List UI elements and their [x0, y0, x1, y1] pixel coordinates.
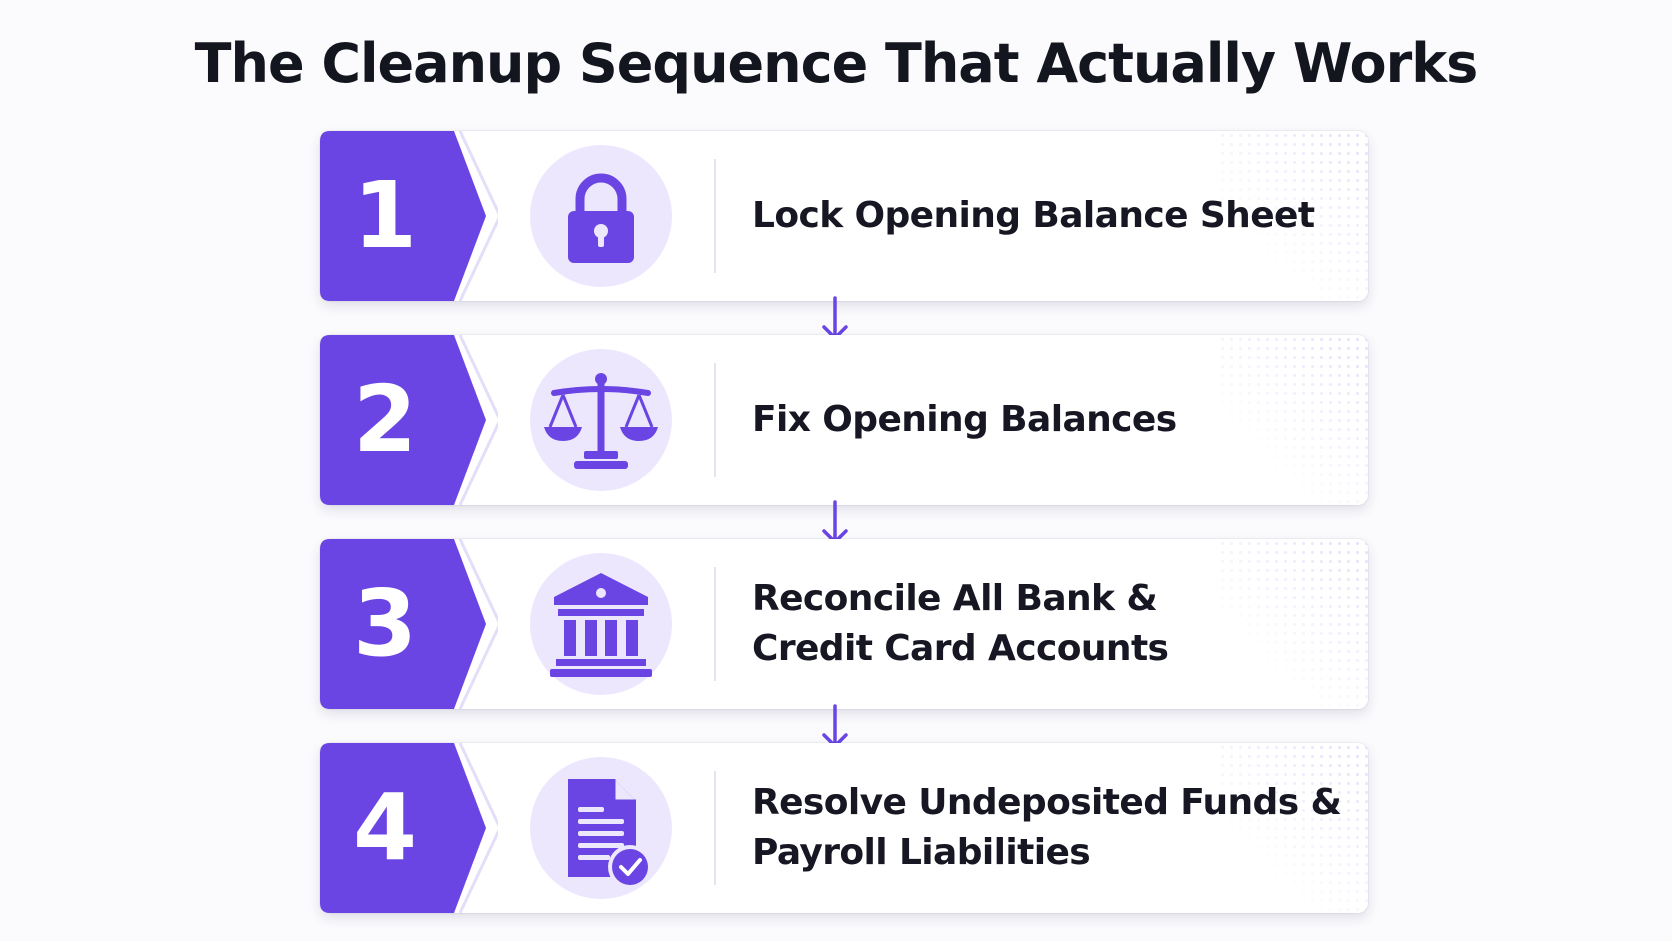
step-card-4: 4 Resolve Undeposited Funds & Payroll Li… — [320, 743, 1368, 913]
card-body — [320, 131, 1368, 301]
card-body — [320, 743, 1368, 913]
separator — [714, 567, 716, 681]
lock-icon — [530, 145, 672, 287]
step-label: Reconcile All Bank & Credit Card Account… — [752, 578, 1169, 669]
step-number: 1 — [352, 162, 417, 269]
card-body — [320, 335, 1368, 505]
dot-pattern-decoration — [1218, 743, 1368, 913]
step-label: Lock Opening Balance Sheet — [752, 195, 1315, 236]
separator — [714, 159, 716, 273]
page-title: The Cleanup Sequence That Actually Works — [194, 32, 1479, 95]
bank-icon — [530, 553, 672, 695]
step-number: 2 — [352, 366, 417, 473]
dot-pattern-decoration — [1218, 131, 1368, 301]
separator — [714, 363, 716, 477]
step-badge: 2 — [320, 335, 498, 505]
step-number: 3 — [352, 570, 417, 677]
step-label: Resolve Undeposited Funds & Payroll Liab… — [752, 782, 1342, 873]
card-body — [320, 539, 1368, 709]
step-badge: 4 — [320, 743, 498, 913]
step-card-1: 1 Lock Opening Balance Sheet — [320, 131, 1368, 301]
step-card-3: 3 Reconcile All Bank & Credit Card Accou… — [320, 539, 1368, 709]
step-card-2: 2 Fix Opening Balances — [320, 335, 1368, 505]
dot-pattern-decoration — [1218, 335, 1368, 505]
dot-pattern-decoration — [1218, 539, 1368, 709]
step-number: 4 — [352, 774, 417, 881]
separator — [714, 771, 716, 885]
scales-icon — [530, 349, 672, 491]
step-label: Fix Opening Balances — [752, 399, 1177, 440]
step-badge: 3 — [320, 539, 498, 709]
document-check-icon — [530, 757, 672, 899]
step-badge: 1 — [320, 131, 498, 301]
